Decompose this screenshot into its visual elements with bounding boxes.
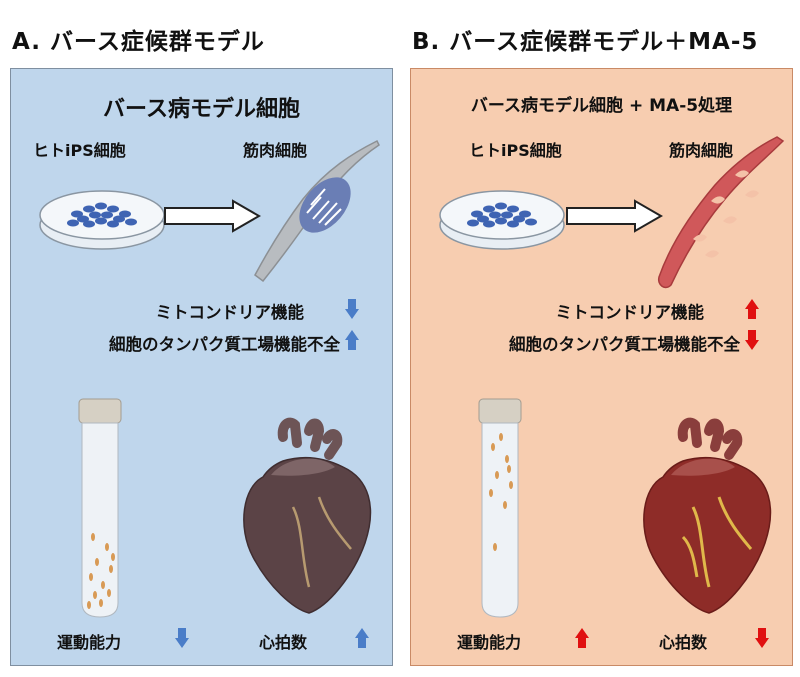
panel-a-title: バース病モデル細胞 xyxy=(103,97,300,122)
differentiation-arrow-icon xyxy=(566,199,664,233)
petri-dish-icon xyxy=(39,190,165,250)
muscle-cell-icon xyxy=(657,136,785,289)
ips-cell-label: ヒトiPS細胞 xyxy=(469,141,562,160)
heart-rate-label: 心拍数 xyxy=(259,633,308,652)
panel-a: バース病モデル細胞 ヒトiPS細胞 筋肉細胞 ミトコンドリア機能 細胞のタンパク… xyxy=(10,68,393,666)
motor-ability-label: 運動能力 xyxy=(57,633,122,652)
protein-factory-label: 細胞のタンパク質工場機能不全 xyxy=(109,335,340,354)
heart-rate-label: 心拍数 xyxy=(659,633,708,652)
panel-b: バース病モデル細胞 + MA-5処理 ヒトiPS細胞 筋肉細胞 ミトコンドリア機… xyxy=(410,68,793,666)
muscle-cell-label: 筋肉細胞 xyxy=(243,141,308,160)
heart-icon xyxy=(643,417,772,614)
muscle-cell-icon xyxy=(254,139,380,283)
motor-up-icon xyxy=(575,628,589,648)
heading-a: A. バース症候群モデル xyxy=(12,29,265,55)
petri-dish-icon xyxy=(439,190,565,250)
panel-b-title: バース病モデル細胞 + MA-5処理 xyxy=(470,96,733,116)
heart-icon xyxy=(243,417,372,614)
mito-function-label: ミトコンドリア機能 xyxy=(155,303,305,322)
mito-down-icon xyxy=(345,299,359,319)
differentiation-arrow-icon xyxy=(164,199,262,233)
heart-rate-up-icon xyxy=(355,628,369,648)
muscle-cell-label: 筋肉細胞 xyxy=(669,141,734,160)
mito-up-icon xyxy=(745,299,759,319)
factory-down-icon xyxy=(745,330,759,350)
fly-vial-icon xyxy=(478,398,522,618)
protein-factory-label: 細胞のタンパク質工場機能不全 xyxy=(509,335,740,354)
motor-ability-label: 運動能力 xyxy=(457,633,522,652)
ips-cell-label: ヒトiPS細胞 xyxy=(33,141,126,160)
motor-down-icon xyxy=(175,628,189,648)
heart-rate-down-icon xyxy=(755,628,769,648)
mito-function-label: ミトコンドリア機能 xyxy=(555,303,705,322)
fly-vial-icon xyxy=(78,398,122,618)
heading-b: B. バース症候群モデル＋MA-5 xyxy=(412,29,759,55)
factory-up-icon xyxy=(345,330,359,350)
